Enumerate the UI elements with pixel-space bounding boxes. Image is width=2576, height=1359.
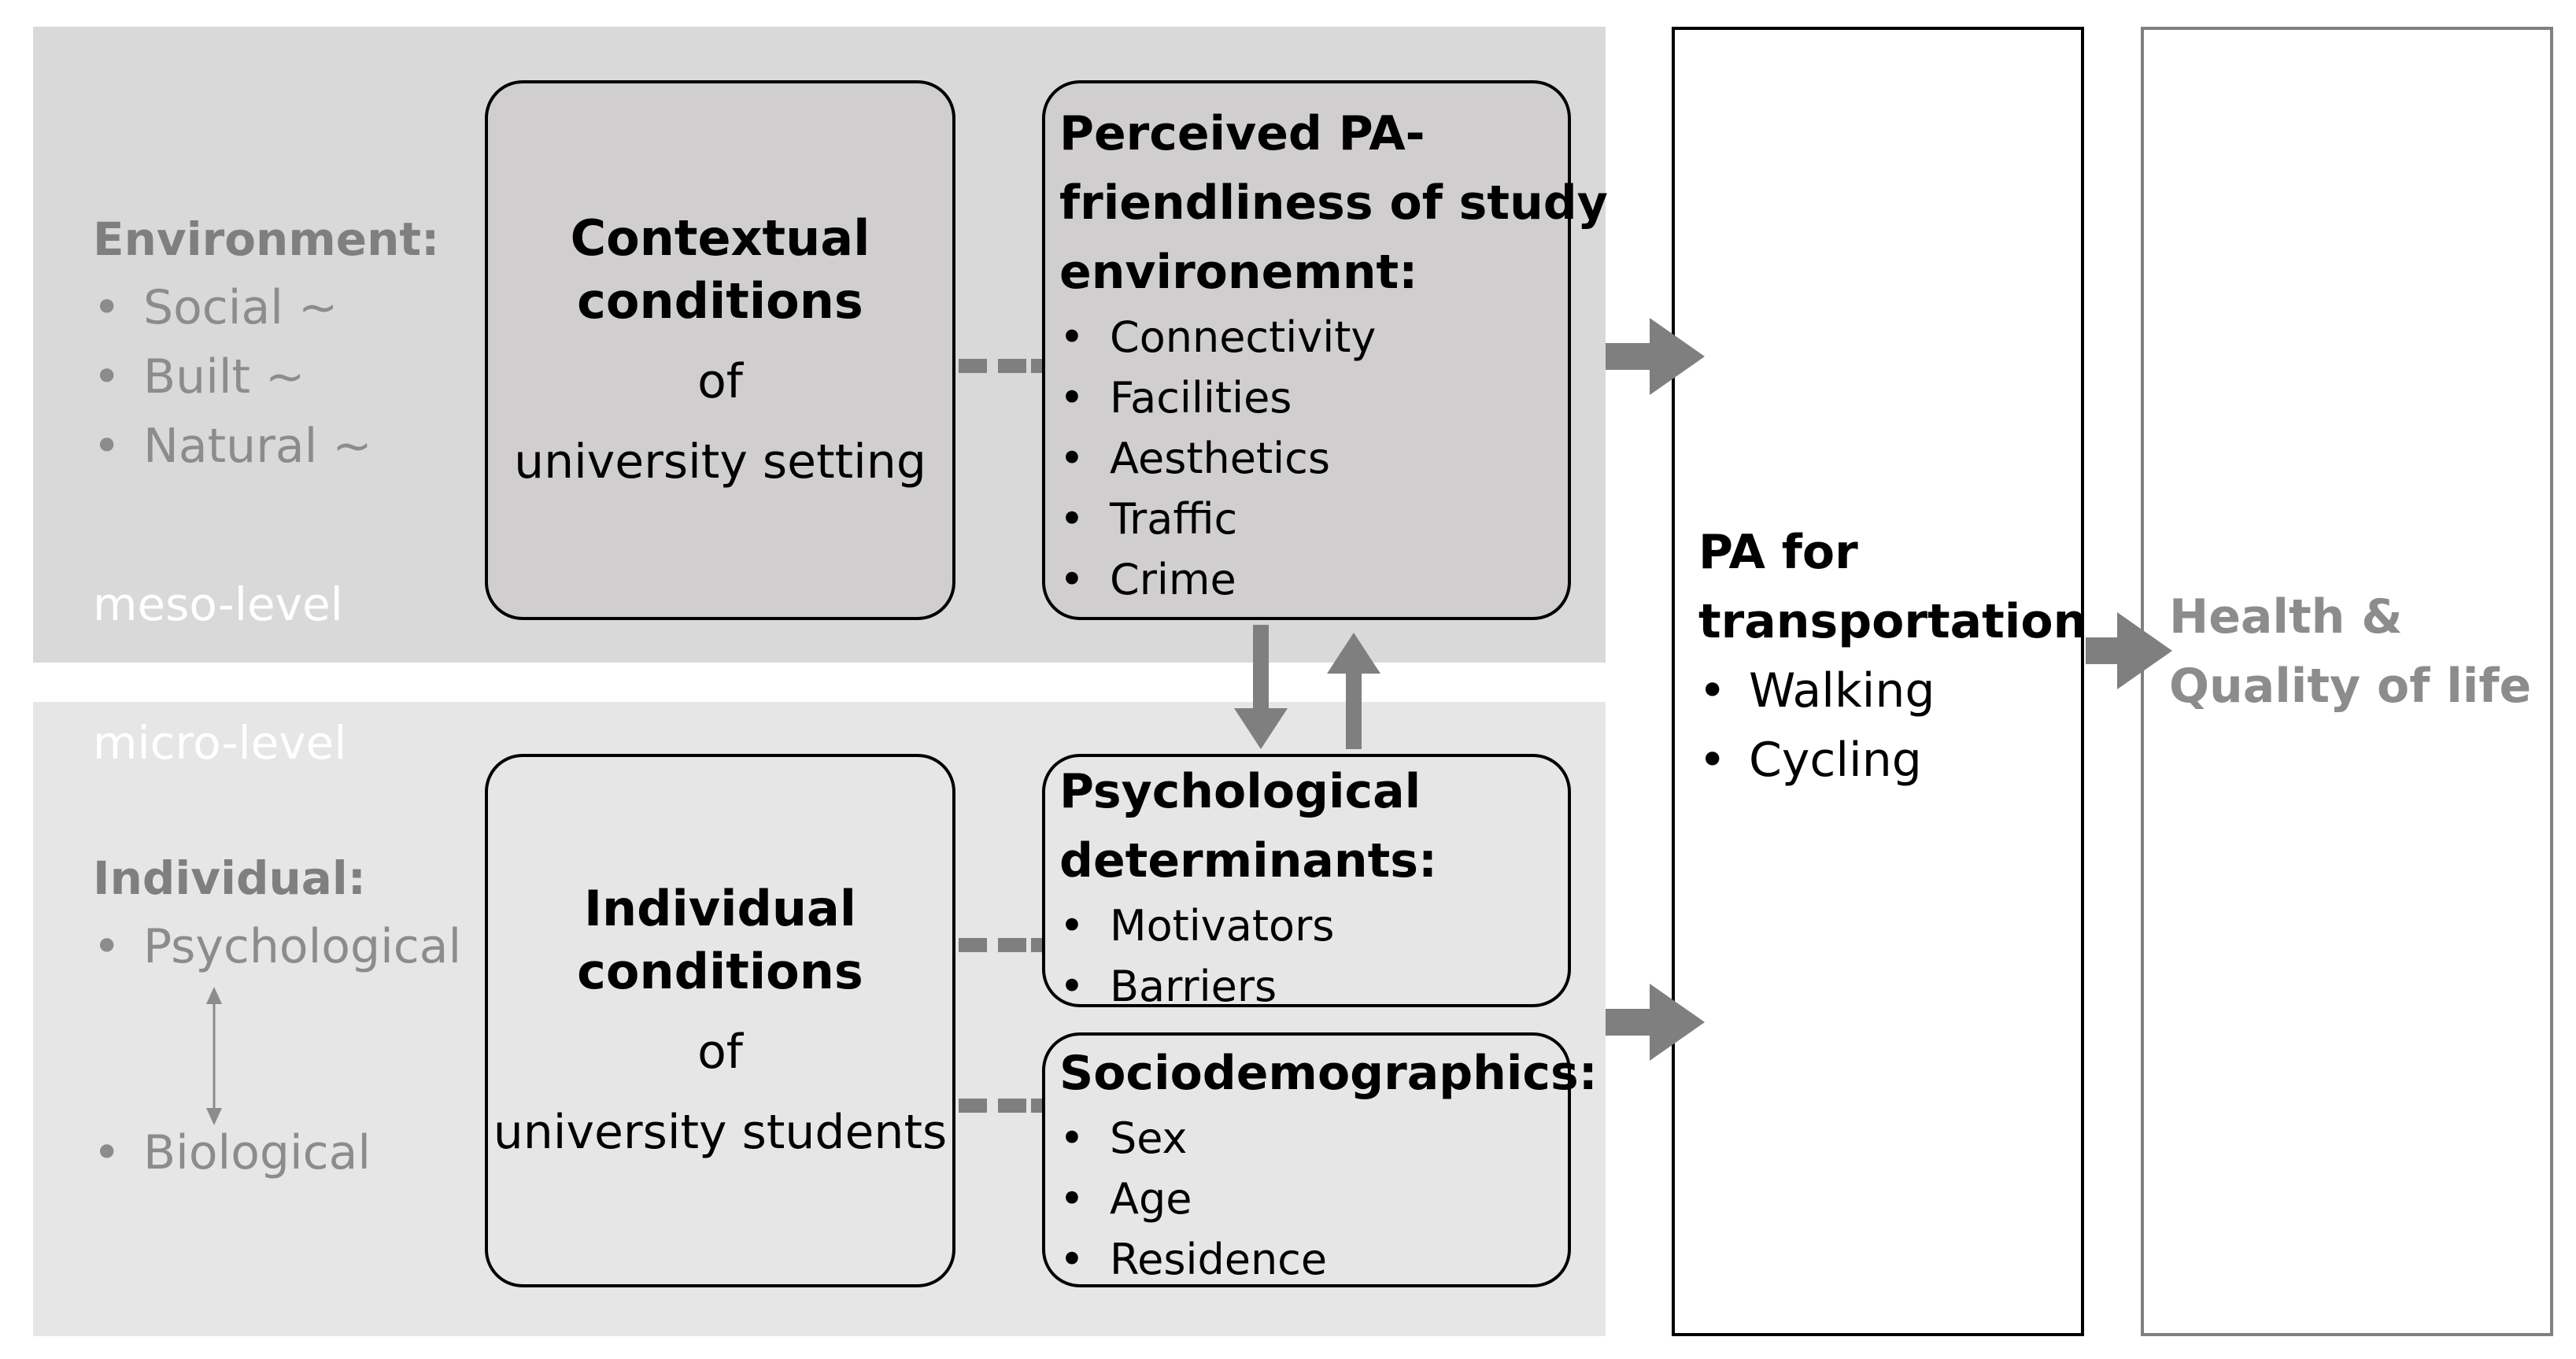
psychological-item-barriers: Barriers <box>1059 956 1568 1017</box>
sociodemographics-item-list: Sex Age Residence <box>1059 1108 1568 1290</box>
individual-conditions-title-line2: conditions <box>577 943 863 1000</box>
psychological-determinants-item-list: Motivators Barriers <box>1059 896 1568 1017</box>
individual-conditions-title-line1: Individual <box>583 880 857 937</box>
individual-conditions-box: Individual conditions of university stud… <box>485 754 955 1287</box>
meso-level-label: meso-level <box>93 578 343 631</box>
pa-mode-cycling: Cycling <box>1698 726 2086 795</box>
psychological-determinants-title-line2: determinants: <box>1059 833 1437 888</box>
perceived-pa-item-traffic: Traffic <box>1059 489 1568 549</box>
environment-factor-natural: Natural ~ <box>93 419 372 474</box>
health-title-line2: Quality of life <box>2169 659 2532 714</box>
pa-mode-list: Walking Cycling <box>1698 656 2086 795</box>
perceived-pa-item-facilities: Facilities <box>1059 367 1568 428</box>
individual-factor-psychological: Psychological <box>93 919 461 974</box>
micro-level-label: micro-level <box>93 716 347 770</box>
health-quality-of-life-title: Health & Quality of life <box>2169 582 2531 721</box>
perceived-pa-title-line3: environemnt: <box>1059 245 1418 300</box>
pa-title-line2: transportation <box>1698 594 2087 649</box>
psychological-determinants-title-line1: Psychological <box>1059 764 1421 819</box>
sociodemographics-box: Sociodemographics: Sex Age Residence <box>1042 1032 1598 1290</box>
psychological-determinants-box: Psychological determinants: Motivators B… <box>1042 754 1571 1011</box>
contextual-conditions-of: of <box>697 354 743 409</box>
contextual-conditions-title-line1: Contextual <box>570 209 870 267</box>
environment-heading: Environment: <box>93 212 440 266</box>
perceived-pa-title-line1: Perceived PA- <box>1059 106 1425 161</box>
perceived-pa-title-line2: friendliness of study <box>1059 175 1608 231</box>
pa-mode-walking: Walking <box>1698 656 2086 726</box>
sociodemographics-item-age: Age <box>1059 1169 1568 1229</box>
pa-for-transportation-title: PA for transportation <box>1698 518 2086 656</box>
individual-factor-biological: Biological <box>93 1125 371 1180</box>
perceived-pa-item-connectivity: Connectivity <box>1059 307 1568 367</box>
pa-title-line1: PA for <box>1698 525 1858 580</box>
individual-conditions-of: of <box>697 1025 743 1080</box>
perceived-pa-item-list: Connectivity Facilities Aesthetics Traff… <box>1059 307 1568 610</box>
environment-factor-social: Social ~ <box>93 280 338 335</box>
sociodemographics-item-sex: Sex <box>1059 1108 1568 1169</box>
environment-factor-built: Built ~ <box>93 349 305 404</box>
pa-for-transportation-box: PA for transportation Walking Cycling <box>1672 27 2086 1336</box>
individual-heading: Individual: <box>93 851 366 905</box>
perceived-pa-item-aesthetics: Aesthetics <box>1059 428 1568 489</box>
sociodemographics-item-residence: Residence <box>1059 1229 1568 1290</box>
perceived-pa-friendliness-box: Perceived PA- friendliness of study envi… <box>1042 80 1608 620</box>
individual-conditions-subject: university students <box>493 1105 948 1160</box>
contextual-conditions-subject: university setting <box>514 434 926 489</box>
sociodemographics-title: Sociodemographics: <box>1059 1046 1598 1101</box>
contextual-conditions-title-line2: conditions <box>577 272 863 330</box>
perceived-pa-item-crime: Crime <box>1059 549 1568 610</box>
psychological-item-motivators: Motivators <box>1059 896 1568 956</box>
health-quality-of-life-box <box>2141 27 2553 1336</box>
contextual-conditions-box: Contextual conditions of university sett… <box>485 80 955 620</box>
health-title-line1: Health & <box>2169 589 2403 644</box>
